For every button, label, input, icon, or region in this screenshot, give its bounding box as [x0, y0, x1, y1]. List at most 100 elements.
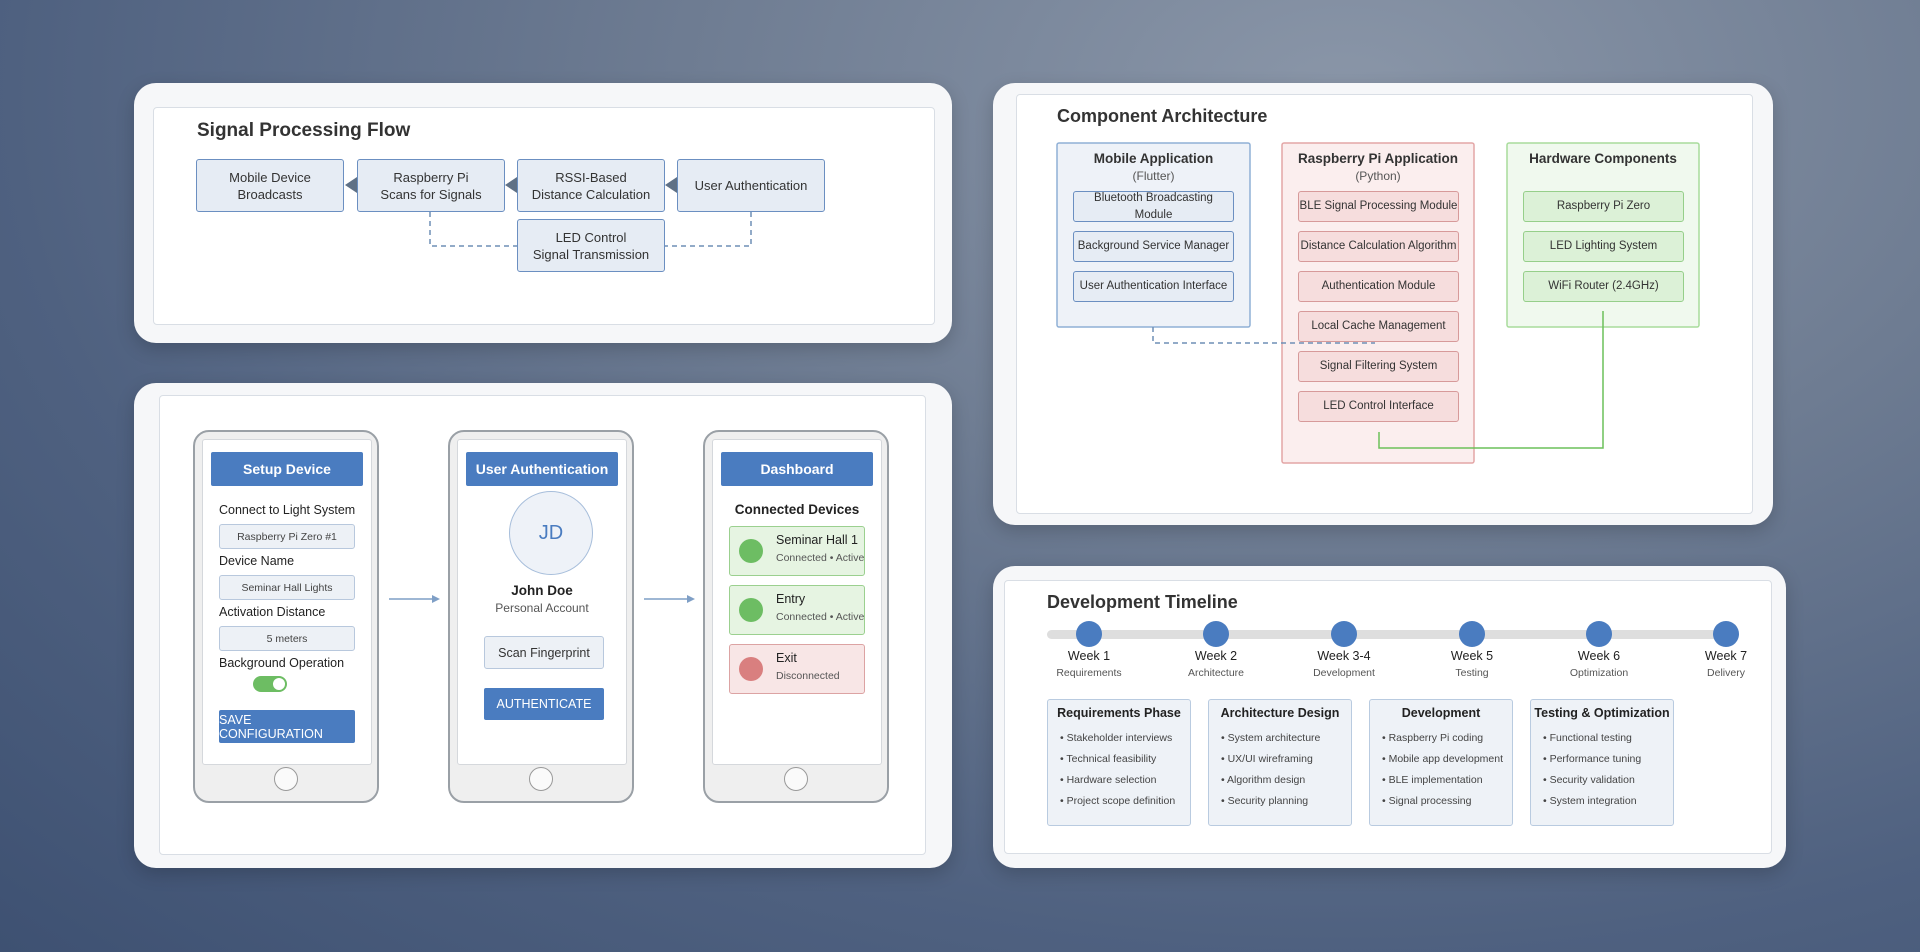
- phase-title: Requirements Phase: [1057, 706, 1181, 720]
- milestone-week: Week 3-4: [1317, 649, 1371, 663]
- mobile-module: Bluetooth Broadcasting Module: [1073, 191, 1234, 222]
- device-card[interactable]: Exit Disconnected: [729, 644, 865, 694]
- device-status: Connected • Active: [776, 611, 865, 623]
- background-toggle[interactable]: [253, 676, 287, 692]
- hardware-item: LED Lighting System: [1523, 231, 1684, 262]
- arrow-right-icon: [687, 595, 695, 603]
- device-name-label: Device Name: [219, 554, 295, 568]
- hardware-item: WiFi Router (2.4GHz): [1523, 271, 1684, 302]
- flow-arrow-2: [505, 177, 517, 193]
- scan-fingerprint-button[interactable]: Scan Fingerprint: [484, 636, 604, 669]
- milestone-stage: Development: [1313, 667, 1375, 679]
- pi-module: Distance Calculation Algorithm: [1298, 231, 1459, 262]
- phone-user-auth: User Authentication JD John Doe Personal…: [448, 430, 634, 803]
- architecture-title: Component Architecture: [1057, 106, 1268, 126]
- avatar: JD: [509, 491, 593, 575]
- pi-module: Authentication Module: [1298, 271, 1459, 302]
- authenticate-button[interactable]: AUTHENTICATE: [484, 688, 604, 720]
- hardware-item: Raspberry Pi Zero: [1523, 191, 1684, 222]
- phase-item: • Performance tuning: [1543, 753, 1642, 765]
- device-card[interactable]: Seminar Hall 1 Connected • Active: [729, 526, 865, 576]
- phase-item: • UX/UI wireframing: [1221, 753, 1313, 765]
- timeline-track: [1047, 630, 1723, 639]
- hardware-title: Hardware Components: [1529, 151, 1677, 166]
- phase-title: Architecture Design: [1220, 706, 1340, 720]
- user-name: John Doe: [511, 583, 573, 598]
- pi-module: Signal Filtering System: [1298, 351, 1459, 382]
- phase-item: • Hardware selection: [1060, 774, 1157, 786]
- device-status: Connected • Active: [776, 552, 865, 564]
- home-button[interactable]: [784, 767, 808, 791]
- milestone-dot: [1203, 621, 1229, 647]
- setup-header: Setup Device: [211, 452, 363, 486]
- device-card[interactable]: Entry Connected • Active: [729, 585, 865, 635]
- pi-module: LED Control Interface: [1298, 391, 1459, 422]
- status-dot: [739, 598, 763, 622]
- milestone-week: Week 1: [1067, 649, 1111, 663]
- milestone-label: Week 6 Optimization: [1554, 649, 1644, 679]
- pi-app-title: Raspberry Pi Application: [1297, 151, 1459, 166]
- milestone-stage: Testing: [1455, 667, 1489, 679]
- arrow-right-icon: [432, 595, 440, 603]
- milestone-label: Week 5 Testing: [1427, 649, 1517, 679]
- auth-screen: User Authentication JD John Doe Personal…: [457, 439, 627, 765]
- device-name: Seminar Hall 1: [776, 533, 858, 547]
- milestone-dot: [1713, 621, 1739, 647]
- signal-flow-title: Signal Processing Flow: [197, 120, 411, 141]
- phase-item: • System integration: [1543, 795, 1637, 807]
- connect-label: Connect to Light System: [219, 503, 356, 517]
- home-button[interactable]: [274, 767, 298, 791]
- pi-module: BLE Signal Processing Module: [1298, 191, 1459, 222]
- phase-card-architecture: Architecture Design • System architectur…: [1208, 699, 1352, 826]
- phase-item: • Project scope definition: [1060, 795, 1176, 807]
- milestone-stage: Requirements: [1056, 667, 1122, 679]
- toggle-knob: [273, 678, 285, 690]
- background-label: Background Operation: [219, 656, 345, 670]
- phone-dashboard: Dashboard Connected Devices Seminar Hall…: [703, 430, 889, 803]
- save-configuration-button[interactable]: SAVE CONFIGURATION: [219, 710, 355, 743]
- device-name-field[interactable]: Seminar Hall Lights: [219, 575, 355, 600]
- flow-arrow-3: [665, 177, 677, 193]
- distance-field[interactable]: 5 meters: [219, 626, 355, 651]
- phase-item: • Functional testing: [1543, 732, 1632, 744]
- flow-dash-right: [665, 212, 752, 247]
- distance-label: Activation Distance: [219, 605, 326, 619]
- phase-card-testing: Testing & Optimization • Functional test…: [1530, 699, 1674, 826]
- milestone-stage: Delivery: [1707, 667, 1745, 679]
- status-dot: [739, 657, 763, 681]
- device-name: Exit: [776, 651, 797, 665]
- milestone-week: Week 6: [1577, 649, 1621, 663]
- mobile-module: User Authentication Interface: [1073, 271, 1234, 302]
- milestone-week: Week 5: [1450, 649, 1494, 663]
- phase-item: • Algorithm design: [1221, 774, 1306, 786]
- mobile-to-pi-link: [1152, 327, 1375, 344]
- milestone-dot: [1331, 621, 1357, 647]
- milestone-dot: [1586, 621, 1612, 647]
- phase-title: Testing & Optimization: [1534, 706, 1670, 720]
- connect-field[interactable]: Raspberry Pi Zero #1: [219, 524, 355, 549]
- phase-item: • Mobile app development: [1382, 753, 1504, 765]
- milestone-stage: Optimization: [1569, 667, 1629, 679]
- pi-module: Local Cache Management: [1298, 311, 1459, 342]
- flow-arrow-1: [345, 177, 357, 193]
- connected-devices-title: Connected Devices: [734, 502, 860, 517]
- setup-screen: Setup Device Connect to Light System Ras…: [202, 439, 372, 765]
- flow-node-pi-scan: Raspberry Pi Scans for Signals: [357, 159, 505, 212]
- flow-node-led: LED Control Signal Transmission: [517, 219, 665, 272]
- dashboard-screen: Dashboard Connected Devices Seminar Hall…: [712, 439, 882, 765]
- milestone-week: Week 2: [1194, 649, 1238, 663]
- dashboard-header: Dashboard: [721, 452, 873, 486]
- account-type: Personal Account: [495, 601, 589, 615]
- pi-app-tech: (Python): [1355, 169, 1401, 183]
- milestone-dot: [1459, 621, 1485, 647]
- home-button[interactable]: [529, 767, 553, 791]
- phase-title: Development: [1401, 706, 1481, 720]
- milestone-dot: [1076, 621, 1102, 647]
- phase-card-development: Development • Raspberry Pi coding • Mobi…: [1369, 699, 1513, 826]
- phase-item: • Security validation: [1543, 774, 1635, 786]
